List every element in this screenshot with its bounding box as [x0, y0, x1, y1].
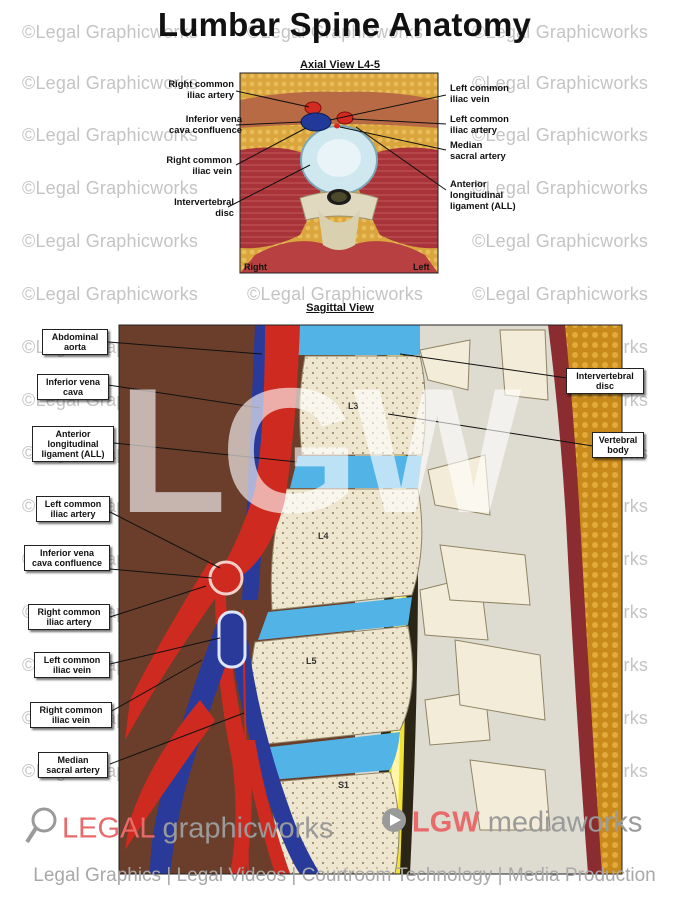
axial-label-left-0: Right common iliac artery	[168, 78, 234, 100]
axial-label-left-2: Right common iliac vein	[166, 154, 232, 176]
watermark-text: ©Legal Graphicworks	[22, 22, 199, 42]
footer-brand1-a: LEGAL	[62, 812, 155, 845]
axial-right-iliac-artery	[304, 101, 322, 115]
watermark-text: ©Legal Graphicworks	[22, 178, 199, 198]
sagittal-iliac-vein-ring	[217, 610, 247, 669]
vertebra-label: S1	[338, 780, 350, 790]
axial-label-right-3: Anterior longitudinal ligament (ALL)	[450, 178, 516, 211]
sagittal-right-label-1: Vertebral body	[592, 432, 644, 458]
watermark-text: ©Legal Graphicworks	[472, 231, 649, 251]
sagittal-label-8: Median sacral artery	[38, 752, 108, 778]
footer-brand1-b: graphicworks	[154, 812, 334, 845]
watermark-text: ©Legal Graphicworks	[247, 22, 424, 42]
watermark-text: ©Legal Graphicworks	[472, 73, 649, 93]
sagittal-aorta	[215, 325, 300, 580]
axial-label-right-2: Median sacral artery	[450, 139, 506, 161]
sagittal-label-1: Inferior vena cava	[37, 374, 109, 400]
footer-brand-legal: LEGAL graphicworks	[24, 806, 333, 854]
sagittal-label-2: Anterior longitudinal ligament (ALL)	[32, 426, 114, 462]
lgw-watermark: LGW	[118, 351, 521, 550]
page-title: Lumbar Spine Anatomy	[157, 6, 532, 43]
axial-label-right-0: Left common iliac vein	[450, 82, 509, 104]
footer-tagline: Legal Graphics | Legal Videos | Courtroo…	[33, 865, 656, 886]
watermark-text: ©Legal Graphicworks	[247, 284, 424, 304]
vertebra-label: L4	[318, 531, 329, 541]
sagittal-label-7: Right common iliac vein	[30, 702, 112, 728]
vertebra-label: L3	[348, 401, 359, 411]
watermark-text: ©Legal Graphicworks	[472, 284, 649, 304]
axial-label-right-1: Left common iliac artery	[450, 113, 509, 135]
sagittal-iliac-artery-ring	[208, 560, 244, 596]
sagittal-label-3: Left common iliac artery	[36, 496, 110, 522]
axial-side-right: Right	[244, 262, 267, 272]
magnifier-icon	[24, 806, 58, 854]
footer-brand2-a: LGW	[412, 806, 480, 839]
sagittal-label-0: Abdominal aorta	[42, 329, 108, 355]
axial-label-left-1: Inferior vena cava confluence	[169, 113, 242, 135]
sagittal-disc-l2-l3	[298, 325, 420, 355]
axial-side-left: Left	[413, 262, 430, 272]
watermark-text: ©Legal Graphicworks	[22, 284, 199, 304]
sagittal-label-5: Right common iliac artery	[28, 604, 110, 630]
sagittal-label-6: Left common iliac vein	[34, 652, 110, 678]
axial-label-left-3: Intervertebral disc	[174, 196, 234, 218]
play-icon	[380, 806, 408, 842]
watermark-text: ©Legal Graphicworks	[472, 178, 649, 198]
footer-brand-media: LGW mediaworks	[380, 806, 642, 842]
watermark-text: ©Legal Graphicworks	[22, 125, 199, 145]
sagittal-heading: Sagittal View	[306, 302, 374, 314]
watermark-text: ©Legal Graphicworks	[22, 73, 199, 93]
axial-heading: Axial View L4-5	[300, 59, 380, 71]
sagittal-right-label-0: Intervertebral disc	[566, 368, 644, 394]
watermark-text: ©Legal Graphicworks	[472, 22, 649, 42]
footer-brand2-b: mediaworks	[479, 806, 643, 839]
sagittal-label-4: Inferior vena cava confluence	[24, 545, 110, 571]
watermark-text: ©Legal Graphicworks	[472, 125, 649, 145]
watermark-text: ©Legal Graphicworks	[22, 231, 199, 251]
vertebra-label: L5	[306, 656, 317, 666]
